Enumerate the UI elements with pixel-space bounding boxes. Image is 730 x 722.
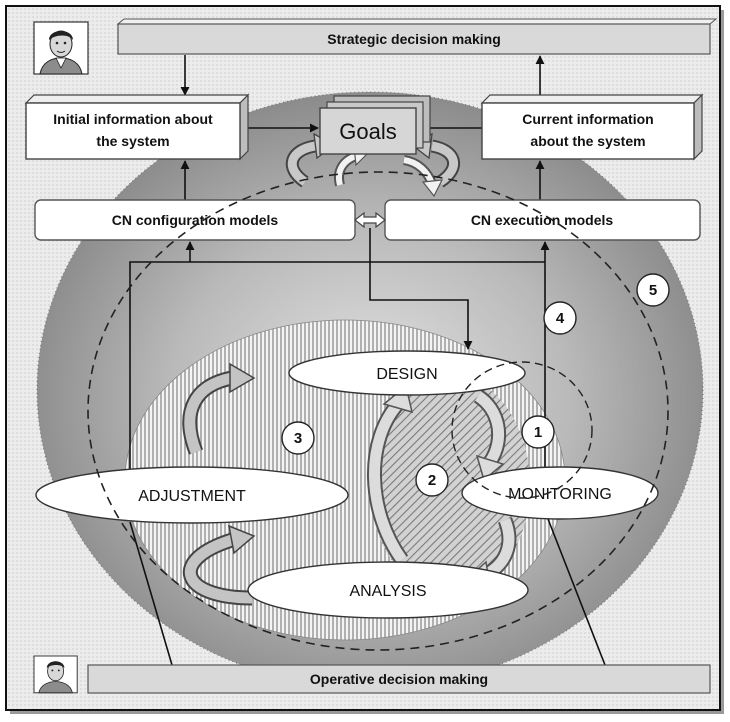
loop-1-outline: [451, 361, 593, 499]
current-info-line1: Current information: [522, 111, 653, 127]
operative-banner-label: Operative decision making: [310, 671, 488, 687]
loop-2-number: 2: [428, 472, 436, 489]
loop-2-marker: 2: [415, 463, 449, 497]
cn-execution-box: CN execution models: [384, 199, 701, 241]
loop-5-marker: 5: [636, 273, 670, 307]
phase-design-label: DESIGN: [376, 366, 437, 383]
initial-info-box: Initial information about the system: [24, 93, 250, 161]
strategic-banner: Strategic decision making: [116, 18, 718, 55]
manager-portrait-icon: [33, 21, 89, 75]
strategic-banner-label: Strategic decision making: [327, 31, 501, 47]
loop-3-marker: 3: [281, 421, 315, 455]
loop-1-marker: 1: [521, 415, 555, 449]
phase-monitoring: MONITORING: [461, 466, 659, 520]
monitoring-to-operative-line: [547, 518, 606, 666]
goals-stack: Goals: [319, 95, 431, 155]
initial-info-line2: the system: [96, 133, 169, 149]
phase-adjustment: ADJUSTMENT: [35, 466, 349, 524]
current-info-box: Current information about the system: [480, 93, 704, 161]
adjustment-to-design-arrow: [182, 362, 256, 455]
loop-2-region: [370, 375, 530, 595]
manager-portrait-icon: [33, 655, 78, 694]
loop-1-number: 1: [534, 424, 542, 441]
loop-4-marker: 4: [543, 301, 577, 335]
models-to-design-arrow: [369, 228, 473, 350]
connector-lines: [129, 55, 606, 666]
adjustment-to-operative-line: [129, 521, 173, 666]
phase-monitoring-label: MONITORING: [508, 486, 612, 503]
design-to-monitoring-arrow: [473, 389, 507, 482]
current-info-line2: about the system: [530, 133, 645, 149]
loop-5-number: 5: [649, 282, 657, 299]
feedback-line: [129, 261, 545, 470]
phase-design: DESIGN: [288, 350, 526, 396]
loop-4-outline: [87, 171, 669, 651]
operative-banner: Operative decision making: [87, 664, 711, 694]
analysis-to-adjustment-arrow: [182, 524, 256, 606]
goals-inner-right-arrow: [402, 155, 444, 198]
loop-3-number: 3: [294, 430, 302, 447]
initial-info-line1: Initial information about: [53, 111, 213, 127]
models-double-arrow: [354, 211, 386, 229]
cn-configuration-label: CN configuration models: [112, 212, 279, 228]
goals-label: Goals: [339, 119, 396, 144]
phase-analysis-label: ANALYSIS: [349, 583, 426, 600]
phase-analysis: ANALYSIS: [247, 561, 529, 619]
cn-configuration-box: CN configuration models: [34, 199, 356, 241]
phase-adjustment-label: ADJUSTMENT: [138, 488, 246, 505]
loop-4-number: 4: [556, 310, 565, 327]
cn-execution-label: CN execution models: [471, 212, 614, 228]
